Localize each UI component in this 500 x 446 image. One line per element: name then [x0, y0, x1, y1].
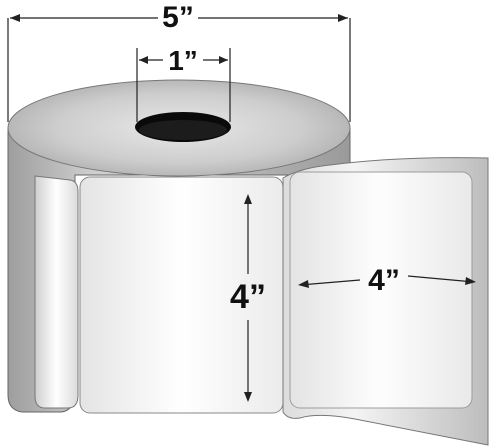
roll-width-label: 5”: [162, 1, 194, 34]
core-diameter-label: 1”: [168, 45, 198, 76]
edge-label-strip: [34, 175, 79, 409]
core-diameter-dimension: 1”: [136, 45, 231, 122]
roll-width-dimension: 5”: [7, 1, 351, 122]
label-height-label: 4”: [230, 278, 266, 316]
unrolled-label: [282, 157, 489, 446]
label-height-dimension: 4”: [230, 194, 266, 402]
label-width-dimension: 4”: [298, 264, 476, 297]
label-width-label: 4”: [368, 264, 400, 297]
